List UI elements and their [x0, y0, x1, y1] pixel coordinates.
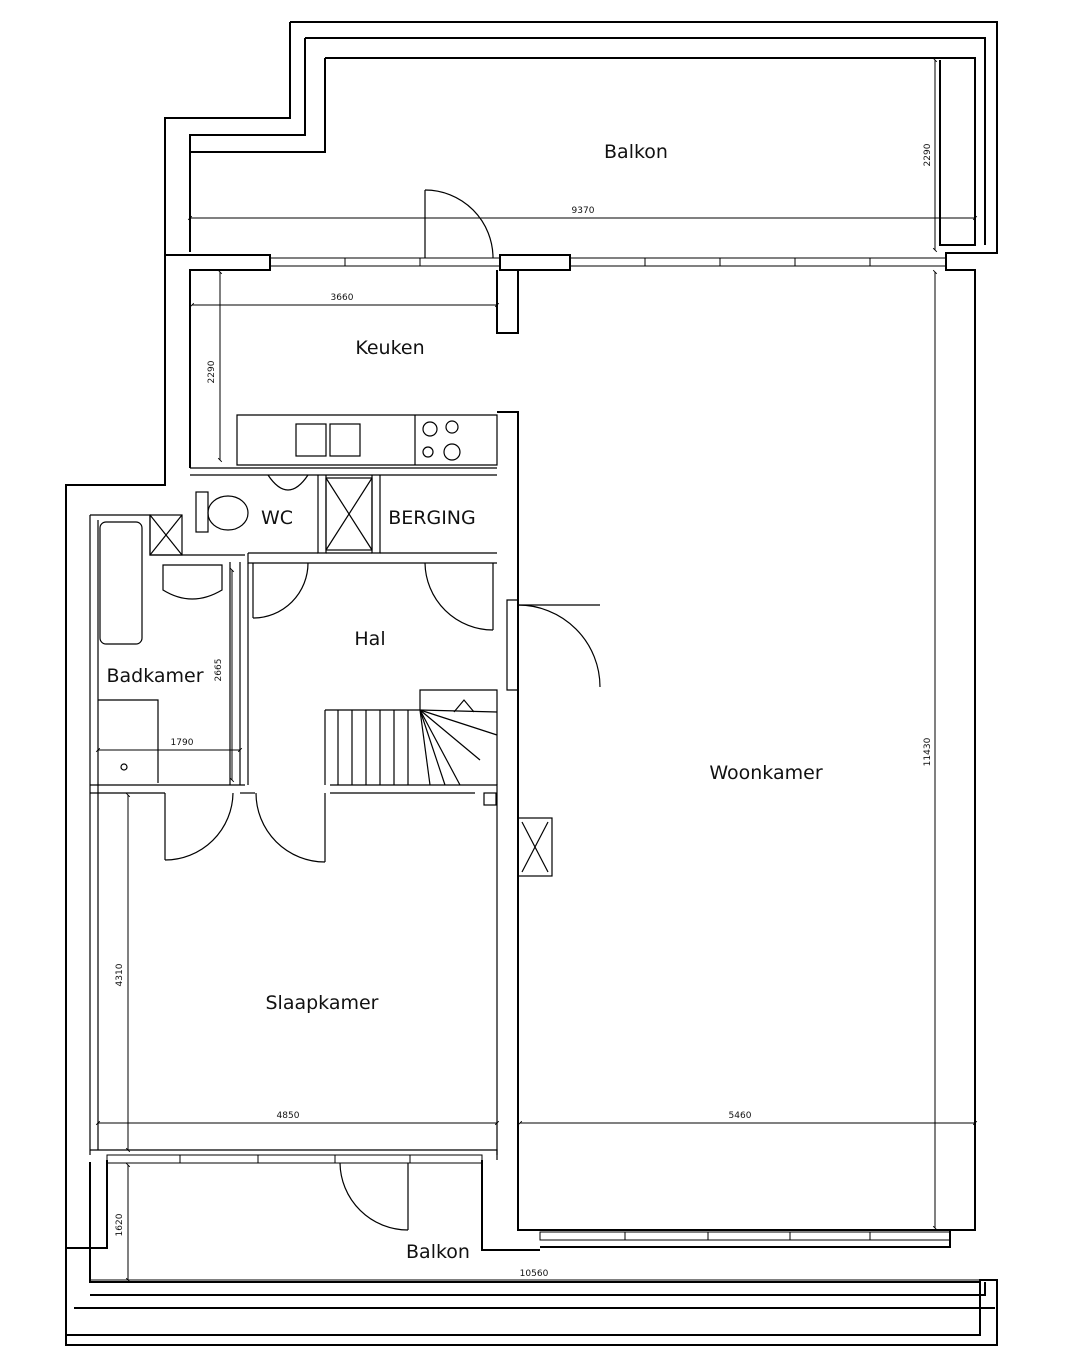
- dim-balkon-bottom-width: 10560: [520, 1269, 549, 1279]
- wc-basin: [267, 474, 309, 491]
- bottom-balcony-walls: [65, 1160, 998, 1346]
- dimension-lines: [90, 57, 980, 1283]
- toilet-tank: [195, 491, 209, 533]
- room-label-berging: BERGING: [388, 507, 476, 529]
- fixtures: [98, 415, 553, 877]
- dim-balkon-top-width: 9370: [572, 206, 595, 216]
- dim-slaapkamer-depth: 4310: [115, 963, 125, 986]
- shaft-woonkamer: [517, 817, 553, 877]
- dim-badkamer-depth: 2665: [214, 659, 224, 682]
- room-label-woonkamer: Woonkamer: [709, 762, 822, 784]
- hob-burner: [422, 421, 438, 437]
- bathtub: [99, 521, 143, 645]
- hob-burner: [445, 420, 459, 434]
- room-label-wc: WC: [261, 507, 293, 529]
- dim-balkon-top-depth: 2290: [923, 143, 933, 166]
- staircase: [324, 689, 498, 786]
- bath-basin: [162, 564, 223, 600]
- toilet-bowl: [207, 495, 249, 531]
- hob-burner: [422, 446, 434, 458]
- dim-slaapkamer-width: 4850: [277, 1111, 300, 1121]
- hob-burner: [443, 443, 461, 461]
- meter-box: [483, 792, 497, 806]
- sink-left: [295, 423, 327, 457]
- room-label-hal: Hal: [354, 628, 385, 650]
- room-label-badkamer: Badkamer: [106, 665, 203, 687]
- shaft: [325, 477, 373, 551]
- dim-keuken-width: 3660: [331, 293, 354, 303]
- shower-drain: [120, 763, 128, 771]
- room-label-keuken: Keuken: [355, 337, 424, 359]
- outer-walls: [65, 21, 998, 1249]
- dim-woonkamer-width: 5460: [729, 1111, 752, 1121]
- room-label-balkon-top: Balkon: [604, 141, 668, 163]
- dim-woonkamer-depth: 11430: [923, 737, 933, 766]
- sink-right: [329, 423, 361, 457]
- room-label-slaapkamer: Slaapkamer: [265, 992, 378, 1014]
- room-label-balkon-bottom: Balkon: [406, 1241, 470, 1263]
- dim-badkamer-width: 1790: [171, 738, 194, 748]
- doors: [164, 189, 601, 1231]
- dim-keuken-depth: 2290: [207, 360, 217, 383]
- windows: [106, 257, 951, 1241]
- dim-balkon-bottom-depth: 1620: [115, 1213, 125, 1236]
